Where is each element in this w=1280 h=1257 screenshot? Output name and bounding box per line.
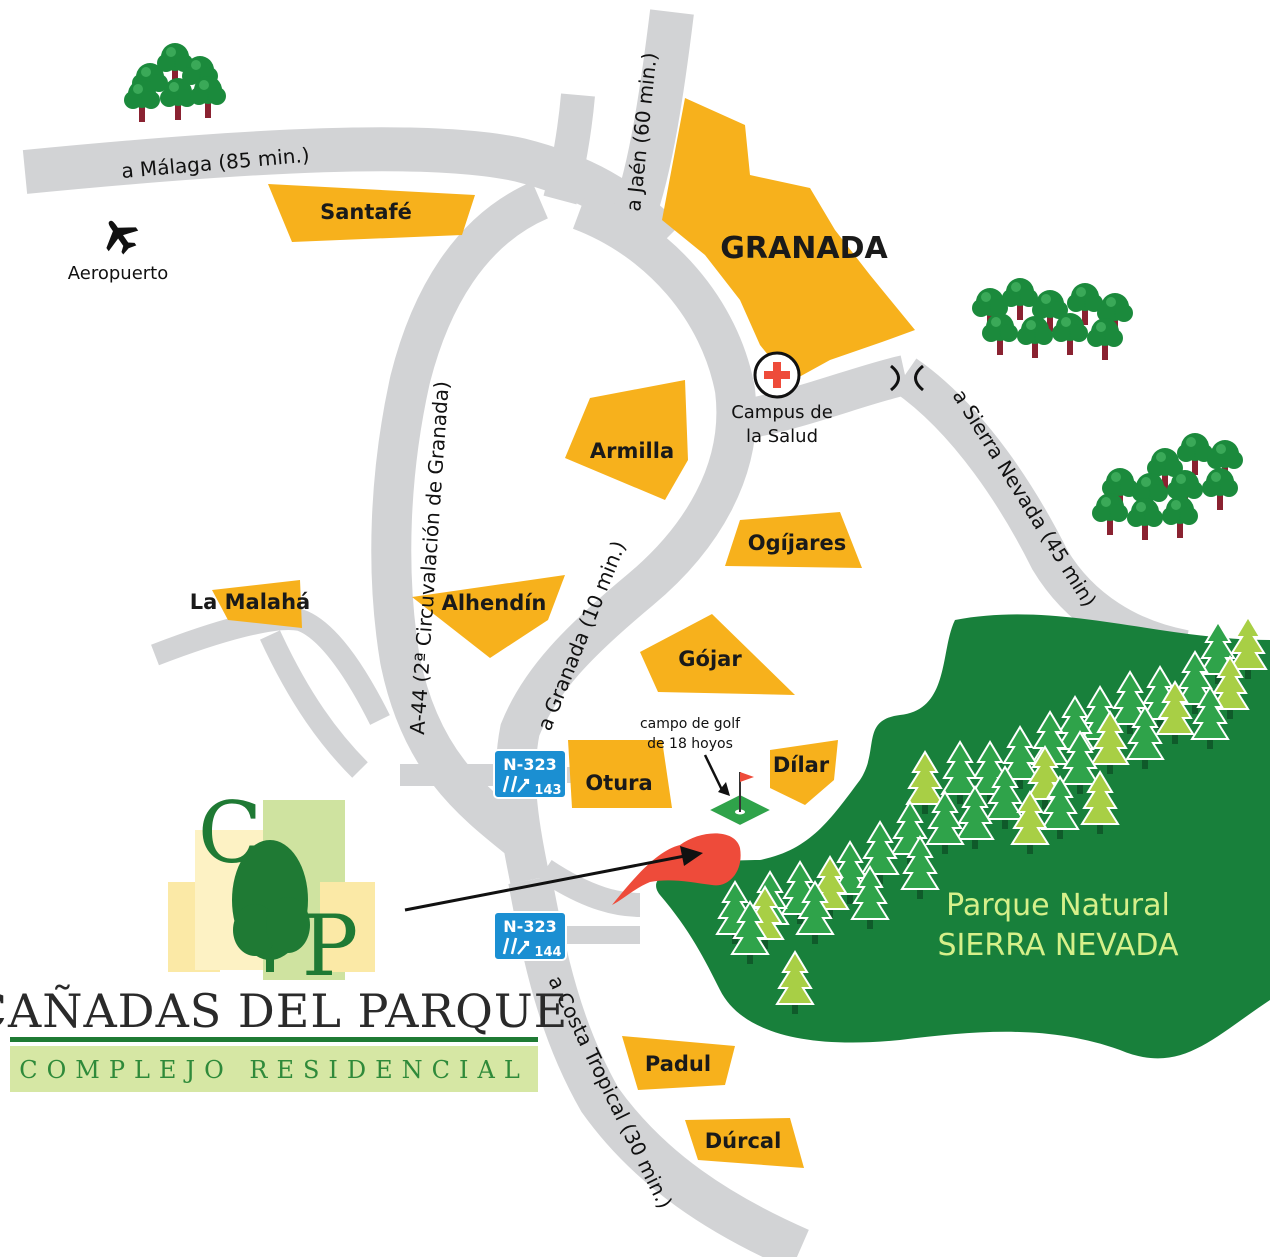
campus-label-line2: la Salud [746, 426, 818, 447]
golf-flag-icon [705, 772, 775, 828]
gojar-area [640, 614, 795, 695]
towns [212, 98, 915, 1168]
exit-badge-143: N-323 143 [493, 749, 567, 799]
golf-pointer-line [703, 754, 724, 791]
golf-label-line1: campo de golf [640, 716, 741, 732]
tree-cluster-east-2 [1092, 433, 1243, 540]
durcal-area [685, 1118, 804, 1168]
airplane-icon [106, 220, 139, 255]
road-label-sierra-nevada: a Sierra Nevada (45 min) [948, 385, 1102, 611]
place-label-la-malaha: La Malahá [190, 590, 310, 614]
brand-subtitle: COMPLEJO RESIDENCIAL [19, 1056, 529, 1084]
place-label-durcal: Dúrcal [705, 1129, 782, 1153]
park-label-line2: SIERRA NEVADA [938, 928, 1179, 963]
place-label-santafe: Santafé [320, 200, 412, 224]
exit-number-143: 143 [534, 783, 561, 798]
exit-number-144: 144 [534, 945, 561, 960]
park-label-line1: Parque Natural [946, 888, 1170, 923]
tree-cluster-east-1 [972, 278, 1133, 360]
tree-icon [232, 840, 310, 972]
road-network [22, 9, 1189, 1257]
golf-label-line2: de 18 hoyos [647, 736, 733, 752]
ogijares-area [725, 512, 862, 568]
exit-road-143: N-323 [503, 755, 556, 774]
santafe-area [268, 184, 475, 242]
brand-monogram-p: P [302, 897, 359, 995]
location-arrow-line [404, 853, 691, 912]
tree-cluster-northwest [124, 43, 226, 122]
place-label-padul: Padul [645, 1052, 711, 1076]
highway-exit-icon [502, 937, 530, 955]
exit-road-144: N-323 [503, 917, 556, 936]
armilla-area [565, 380, 688, 500]
place-label-armilla: Armilla [590, 439, 674, 463]
brand-title: CAÑADAS DEL PARQUE [0, 984, 568, 1038]
exit-badge-144: N-323 144 [493, 911, 567, 961]
place-label-ogijares: Ogíjares [748, 531, 847, 555]
place-label-dilar: Dílar [773, 753, 830, 777]
hospital-cross-icon [753, 351, 801, 399]
dilar-area [770, 740, 838, 805]
la-malaha-area [212, 580, 302, 628]
padul-area [622, 1036, 735, 1090]
place-label-otura: Otura [585, 771, 652, 795]
alhendin-area [412, 575, 565, 658]
granada-area [662, 98, 915, 382]
campus-label-line1: Campus de [731, 402, 833, 423]
golf-pointer-head [718, 782, 730, 796]
place-label-granada: GRANADA [720, 231, 888, 266]
place-label-aeropuerto: Aeropuerto [68, 263, 168, 284]
place-label-alhendin: Alhendín [442, 591, 547, 615]
place-label-gojar: Gójar [678, 647, 742, 671]
location-arrow-head [680, 846, 703, 866]
location-marker [612, 833, 741, 905]
interchange-icon [890, 364, 924, 392]
brand-logo: C P CAÑADAS DEL PARQUE COMPLEJO RESIDENC… [0, 784, 568, 1092]
otura-area [568, 740, 672, 808]
highway-exit-icon [502, 775, 530, 793]
